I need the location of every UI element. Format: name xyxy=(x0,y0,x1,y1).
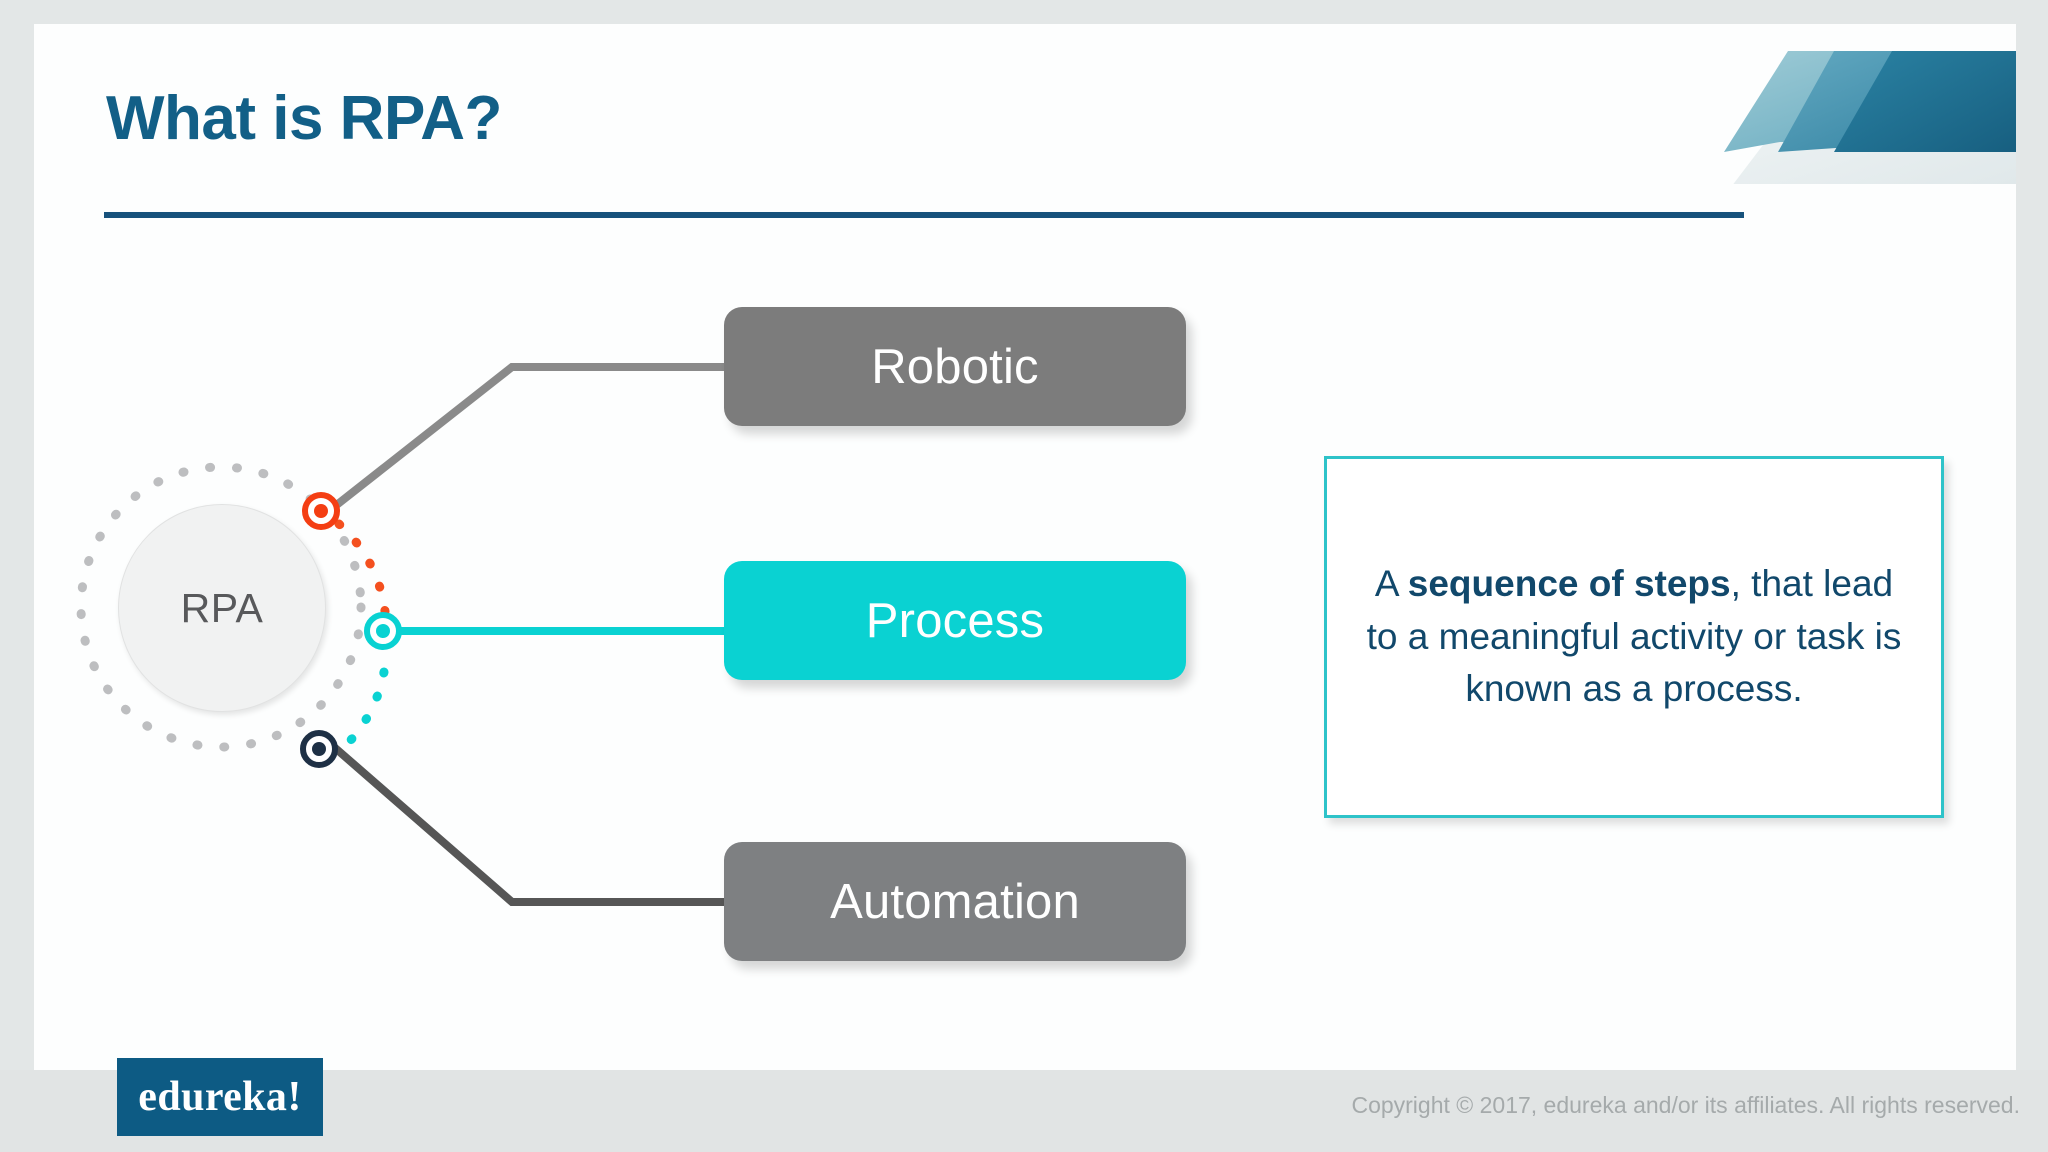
info-text-lead: A xyxy=(1374,563,1408,605)
slide-canvas: What is RPA? RPA xyxy=(34,24,2016,1070)
node-dot-automation xyxy=(312,742,326,756)
rpa-hub: RPA xyxy=(76,462,366,752)
brand-logo-text: edureka! xyxy=(138,1074,302,1120)
node-dot-process xyxy=(376,624,390,638)
node-marker-robotic[interactable] xyxy=(302,492,340,530)
concept-box-label-process: Process xyxy=(865,593,1045,648)
concept-box-process[interactable]: Process xyxy=(724,561,1186,680)
info-text-rest: , that lead to a meaningful activity or … xyxy=(1366,563,1902,710)
page-title-block: What is RPA? xyxy=(106,86,1706,151)
info-panel-text: A sequence of steps, that lead to a mean… xyxy=(1327,558,1941,716)
title-divider xyxy=(104,212,1744,218)
copyright-notice: Copyright © 2017, edureka and/or its aff… xyxy=(1351,1092,2020,1118)
brand-logo[interactable]: edureka! xyxy=(117,1058,323,1136)
node-marker-automation[interactable] xyxy=(300,730,338,768)
corner-decoration-icon xyxy=(1716,24,2016,184)
rpa-hub-circle[interactable]: RPA xyxy=(118,504,326,712)
info-panel: A sequence of steps, that lead to a mean… xyxy=(1324,456,1944,818)
node-marker-process[interactable] xyxy=(364,612,402,650)
page-title: What is RPA? xyxy=(106,84,502,153)
node-dot-robotic xyxy=(314,504,328,518)
concept-box-label-robotic: Robotic xyxy=(871,339,1039,394)
concept-box-robotic[interactable]: Robotic xyxy=(724,307,1186,426)
concept-box-label-automation: Automation xyxy=(830,874,1080,929)
rpa-hub-label: RPA xyxy=(180,584,264,631)
footer-band xyxy=(0,1070,2048,1152)
concept-box-automation[interactable]: Automation xyxy=(724,842,1186,961)
info-text-emphasis: sequence of steps xyxy=(1407,563,1731,605)
